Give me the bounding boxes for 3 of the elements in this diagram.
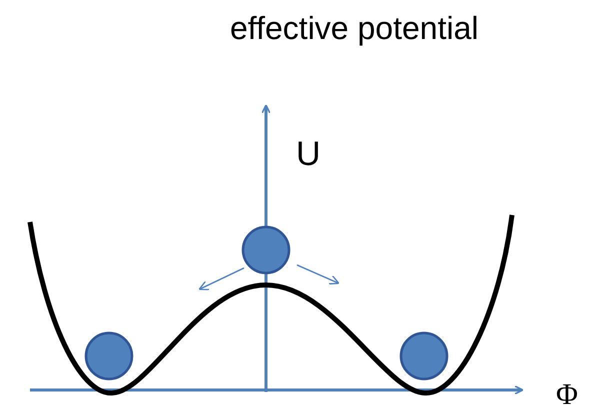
title: effective potential [230, 10, 478, 47]
axis-label: Φ [556, 378, 578, 411]
axis-label: U [296, 135, 321, 174]
